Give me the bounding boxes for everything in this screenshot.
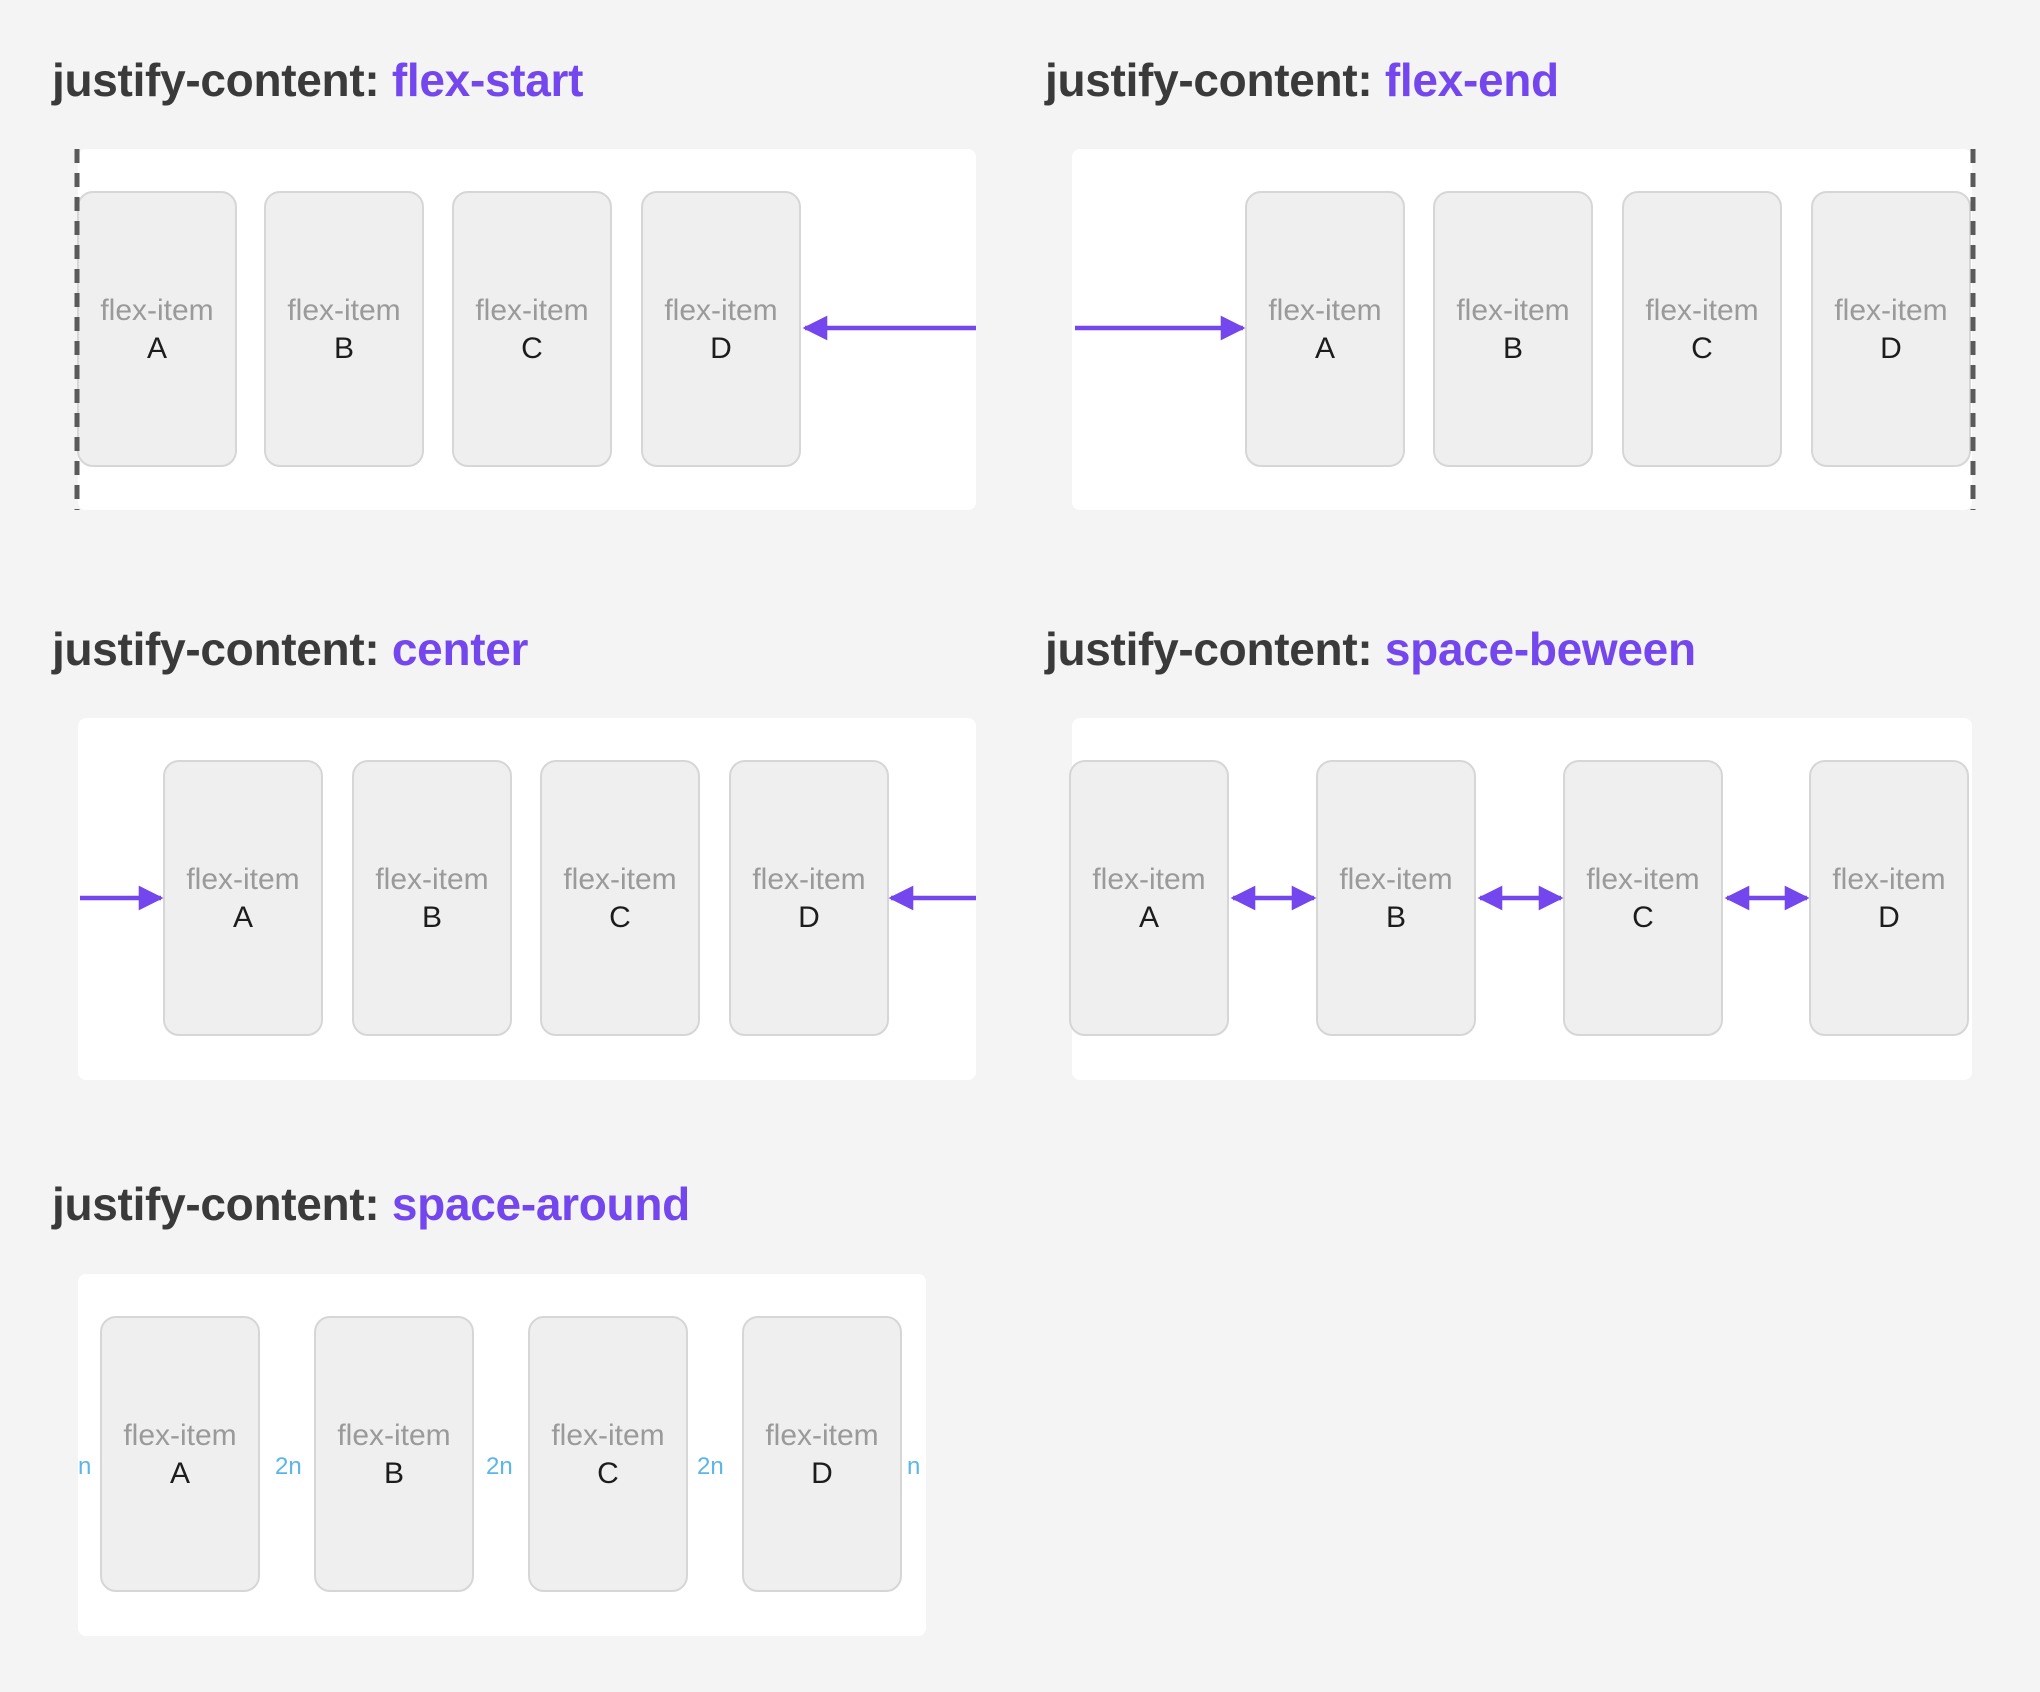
- gap-label: 2n: [697, 1453, 724, 1480]
- panel-value: space-around: [391, 1178, 690, 1230]
- panel-value: center: [391, 623, 529, 675]
- panel-title: justify-content: flex-start: [52, 54, 584, 106]
- panel-title: justify-content: flex-end: [1045, 54, 1559, 106]
- panel-title: justify-content: space-beween: [1045, 623, 1696, 675]
- panel-title: justify-content: center: [52, 623, 529, 675]
- panel-title: justify-content: space-around: [52, 1178, 690, 1230]
- gap-label: 2n: [486, 1453, 513, 1480]
- gap-label: n: [78, 1453, 92, 1480]
- gap-label: n: [907, 1453, 921, 1480]
- panel-value: flex-start: [391, 54, 584, 106]
- panel-value: space-beween: [1384, 623, 1696, 675]
- gap-label: 2n: [275, 1453, 302, 1480]
- panel-value: flex-end: [1384, 54, 1559, 106]
